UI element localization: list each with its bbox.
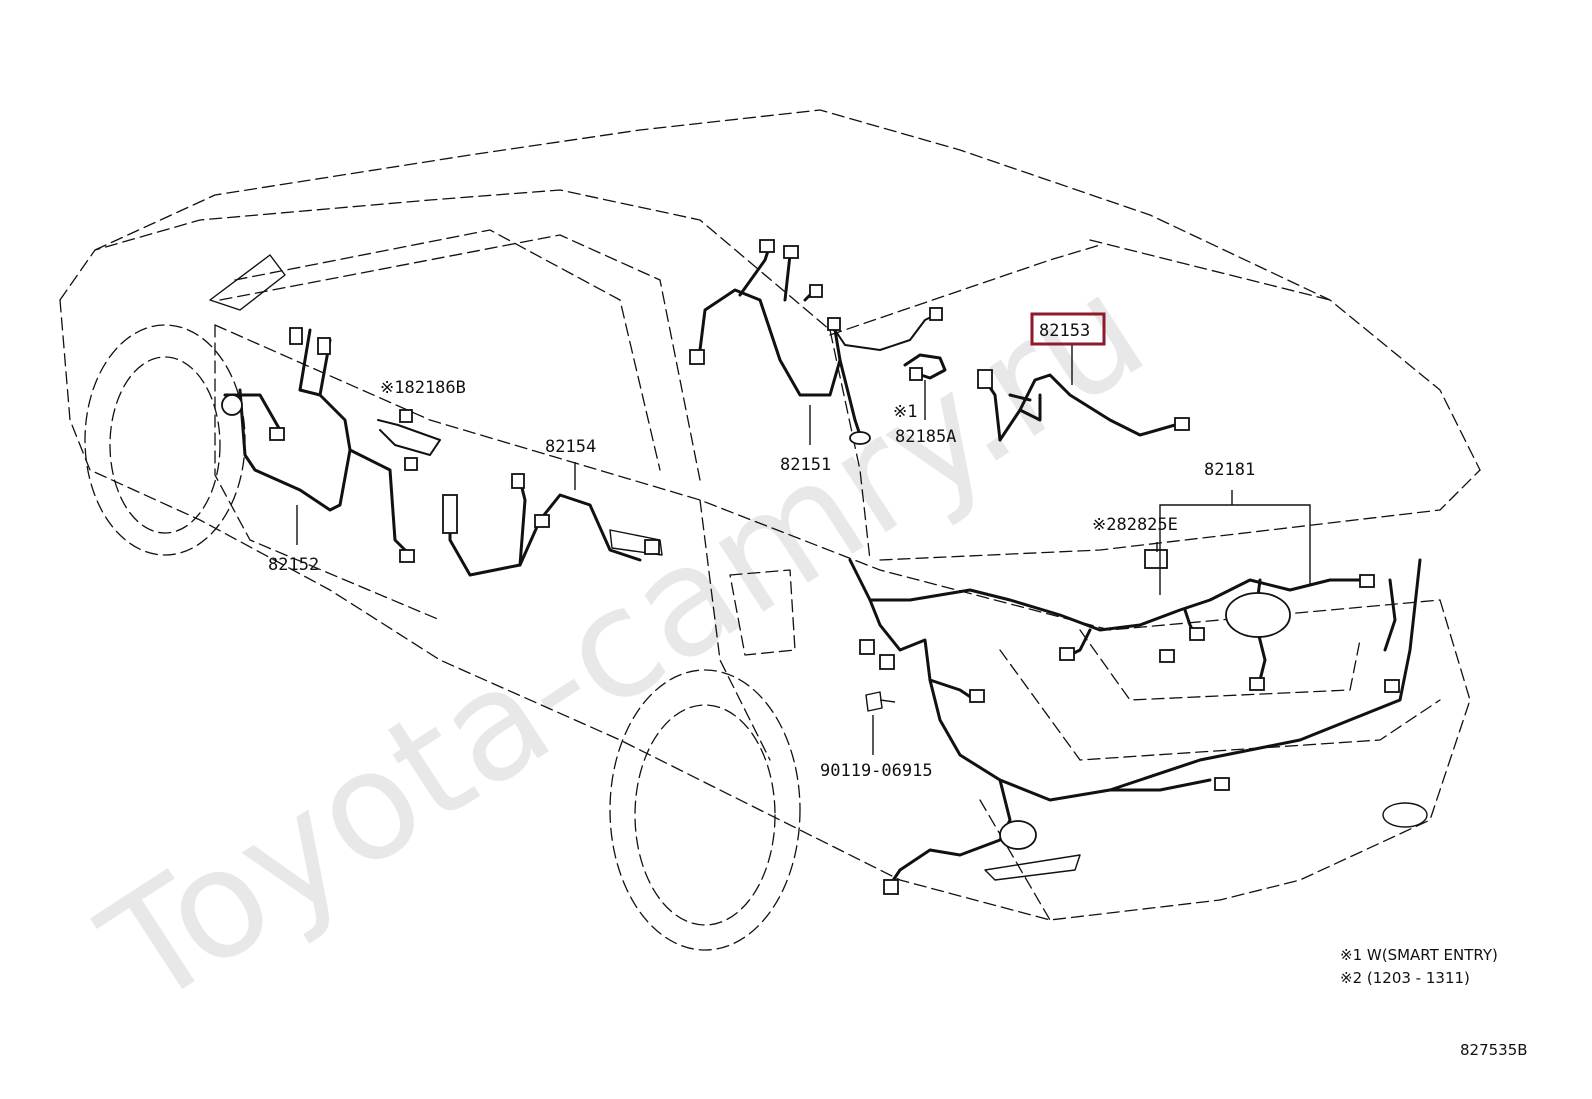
harness-82153	[977, 369, 1190, 442]
harness-82151	[689, 239, 943, 445]
exhaust-pipe	[1382, 802, 1428, 828]
footnote-2: ※2 (1203 - 1311)	[1340, 969, 1470, 987]
selected-part-highlight	[1030, 312, 1106, 346]
leader-lines	[296, 345, 1311, 755]
harness-82185a	[903, 353, 947, 381]
car-body-outline	[59, 109, 1481, 921]
harness-82181	[848, 549, 1422, 895]
harness-82152	[221, 327, 415, 563]
fuel-lid	[729, 569, 796, 656]
watermark: Toyota-camry.ru	[74, 242, 1174, 1041]
part-label-82185a-mark: ※1	[893, 402, 917, 422]
part-label-82154[interactable]: 82154	[545, 437, 596, 457]
diagram-code: 827535B	[1460, 1041, 1528, 1059]
part-label-82152[interactable]: 82152	[268, 555, 319, 575]
rear-left-wheel	[84, 324, 246, 556]
part-label-90119-06915[interactable]: 90119-06915	[820, 761, 933, 781]
harness-82154	[442, 473, 660, 577]
door-handle	[609, 529, 663, 556]
footnotes: ※1 W(SMART ENTRY) ※2 (1203 - 1311)	[1340, 946, 1498, 987]
part-label-82186b[interactable]: ※182186B	[380, 378, 466, 398]
part-label-82151[interactable]: 82151	[780, 455, 831, 475]
footnote-1: ※1 W(SMART ENTRY)	[1340, 946, 1498, 964]
part-label-82825e[interactable]: ※282825E	[1092, 515, 1178, 535]
part-label-82153[interactable]: 82153	[1039, 321, 1090, 341]
rear-right-wheel	[609, 669, 801, 951]
part-label-82185a[interactable]: 82185A	[895, 427, 956, 447]
bolt-90119-06915	[865, 691, 896, 712]
rear-reflector	[984, 854, 1081, 881]
harness-82186b	[377, 409, 441, 471]
side-mirror	[209, 254, 286, 311]
part-label-82181[interactable]: 82181	[1204, 460, 1255, 480]
part-labels: 82152 ※182186B 82154 82151 ※1 82185A 821…	[268, 321, 1255, 781]
